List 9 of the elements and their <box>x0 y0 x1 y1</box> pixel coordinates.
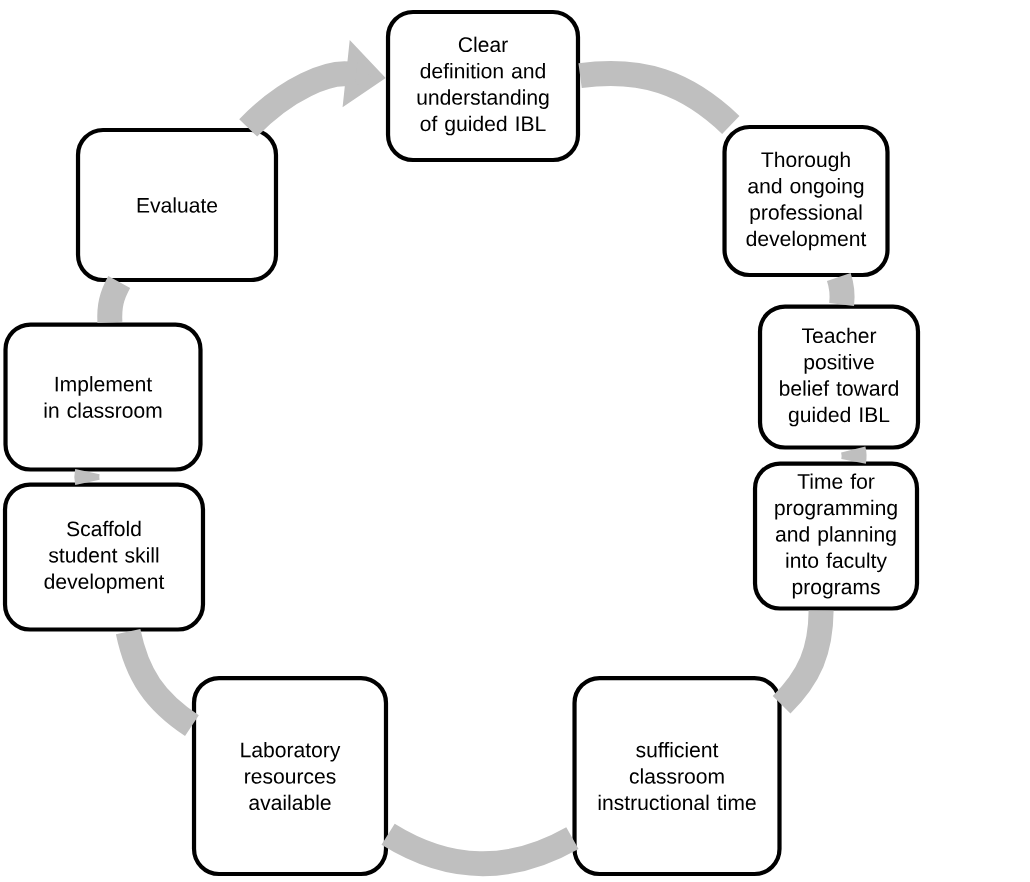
process-box: Time for programming and planning into faculty programs <box>752 461 920 611</box>
process-box: Teacher positive belief toward guided IBL <box>757 304 921 450</box>
process-box: Scaffold student skill development <box>2 482 206 632</box>
process-box: Implement in classroom <box>3 322 203 472</box>
process-box: Clear definition and understanding of guided IBL <box>385 9 581 163</box>
process-box: Evaluate <box>75 127 279 283</box>
process-box: sufficient classroom instructional time <box>572 675 782 877</box>
process-box: Thorough and ongoing professional development <box>722 124 890 278</box>
process-box: Laboratory resources available <box>191 675 389 877</box>
